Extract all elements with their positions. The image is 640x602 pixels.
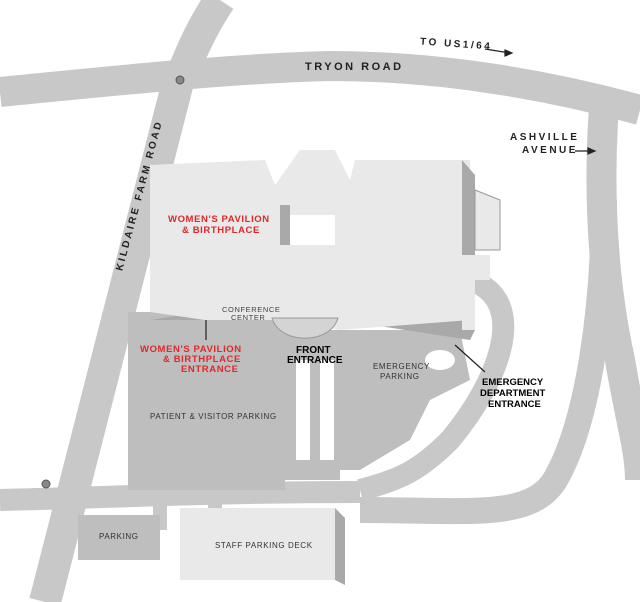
main-hospital-building (150, 150, 501, 340)
ashville-label-2: AVENUE (522, 145, 578, 156)
patient-visitor-parking-label: PATIENT & VISITOR PARKING (150, 412, 277, 421)
emergency-parking-label-1: EMERGENCY (373, 362, 430, 371)
tryon-road-label: TRYON ROAD (305, 61, 404, 73)
parking-lot (78, 515, 160, 560)
front-entrance-label-2: ENTRANCE (287, 355, 343, 366)
traffic-light-icon (175, 75, 185, 85)
patient-visitor-lot (128, 312, 285, 490)
womens-entrance-label-2: & BIRTHPLACE (163, 354, 241, 365)
ashville-spur (359, 199, 617, 525)
tryon-road (0, 51, 640, 125)
emergency-dept-label-2: DEPARTMENT (480, 388, 546, 399)
staff-parking-deck-building (180, 508, 345, 585)
emergency-dept-label-1: EMERGENCY (482, 377, 544, 388)
womens-entrance-label-3: ENTRANCE (181, 364, 239, 375)
womens-entrance-label-1: WOMEN'S PAVILION (140, 344, 242, 355)
conference-center-label-1: CONFERENCE (222, 305, 281, 314)
womens-pavilion-label-2: & BIRTHPLACE (182, 225, 260, 236)
northwest-road (165, 0, 234, 86)
staff-parking-deck-label: STAFF PARKING DECK (215, 541, 313, 550)
ashville-label-1: ASHVILLE (510, 132, 580, 143)
traffic-light-icon (41, 479, 51, 489)
womens-pavilion-label-1: WOMEN'S PAVILION (168, 214, 270, 225)
conference-center-label-2: CENTER (231, 313, 266, 322)
emergency-dept-label-3: ENTRANCE (488, 399, 541, 410)
emergency-pointer (454, 344, 486, 373)
campus-drive (357, 269, 515, 501)
south-road (0, 481, 361, 511)
parking-label: PARKING (99, 532, 139, 541)
front-entrance-label-1: FRONT (296, 345, 331, 356)
emergency-parking-label-2: PARKING (380, 372, 420, 381)
ashville-avenue (586, 106, 640, 481)
